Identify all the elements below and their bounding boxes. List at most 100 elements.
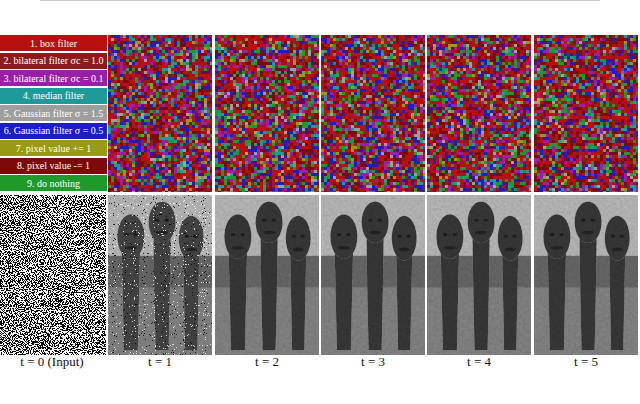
action-cell [177,80,180,83]
action-cell [138,104,141,107]
action-cell [204,101,207,104]
action-cell [156,89,159,92]
action-cell [141,119,144,122]
action-cell [183,167,186,170]
action-cell [159,140,162,143]
action-cell [156,182,159,185]
action-cell [111,71,114,74]
action-cell [180,191,183,192]
action-cell [171,107,174,110]
action-cell [153,38,156,41]
action-cell [198,185,201,188]
action-cell [183,113,186,116]
action-cell [195,38,198,41]
action-cell [132,170,135,173]
action-cell [138,101,141,104]
action-cell [165,116,168,119]
action-cell [207,146,210,149]
action-cell [108,98,111,101]
action-cell [201,77,204,80]
action-cell [114,191,117,192]
action-cell [207,104,210,107]
action-cell [168,131,171,134]
action-cell [132,95,135,98]
action-cell [129,188,132,191]
action-cell [162,152,165,155]
action-cell [204,110,207,113]
action-cell [186,140,189,143]
action-cell [111,125,114,128]
action-cell [135,56,138,59]
action-cell [156,56,159,59]
action-cell [165,143,168,146]
action-cell [129,134,132,137]
action-cell [144,164,147,167]
action-cell [221,35,224,38]
action-cell [114,53,117,56]
action-cell [129,164,132,167]
action-cell [192,104,195,107]
action-cell [180,182,183,185]
action-cell [117,62,120,65]
action-cell [156,176,159,179]
action-cell [144,71,147,74]
action-cell [174,86,177,89]
action-cell [111,170,114,173]
action-cell [174,152,177,155]
action-cell [183,116,186,119]
action-cell [132,38,135,41]
action-cell [147,95,150,98]
action-cell [183,47,186,50]
action-cell [177,140,180,143]
action-cell [138,122,141,125]
action-cell [174,47,177,50]
action-cell [192,74,195,77]
action-cell [204,80,207,83]
action-cell [156,188,159,191]
action-cell [192,98,195,101]
action-cell [263,38,266,41]
action-cell [129,95,132,98]
action-cell [111,83,114,86]
action-cell [153,56,156,59]
action-cell [162,38,165,41]
action-cell [165,179,168,182]
action-cell [201,41,204,44]
action-cell [177,134,180,137]
action-cell [114,161,117,164]
action-cell [165,59,168,62]
action-cell [153,50,156,53]
action-cell [132,158,135,161]
action-cell [159,101,162,104]
action-cell [165,188,168,191]
action-cell [168,86,171,89]
action-cell [168,95,171,98]
action-cell [198,56,201,59]
action-cell [150,38,153,41]
action-cell [117,44,120,47]
action-cell [147,152,150,155]
action-cell [207,143,210,146]
action-cell [215,44,218,47]
action-cell [150,161,153,164]
action-cell [186,50,189,53]
action-cell [108,170,111,173]
action-cell [207,161,210,164]
action-cell [251,44,254,47]
action-cell [123,182,126,185]
action-cell [111,74,114,77]
action-cell [159,89,162,92]
action-cell [165,167,168,170]
action-cell [171,161,174,164]
action-cell [201,44,204,47]
action-cell [183,35,186,38]
action-cell [210,50,212,53]
action-cell [108,155,111,158]
action-cell [210,131,212,134]
action-cell [141,122,144,125]
action-cell [207,113,210,116]
action-cell [135,152,138,155]
action-cell [159,161,162,164]
action-cell [299,35,302,38]
action-cell [183,128,186,131]
